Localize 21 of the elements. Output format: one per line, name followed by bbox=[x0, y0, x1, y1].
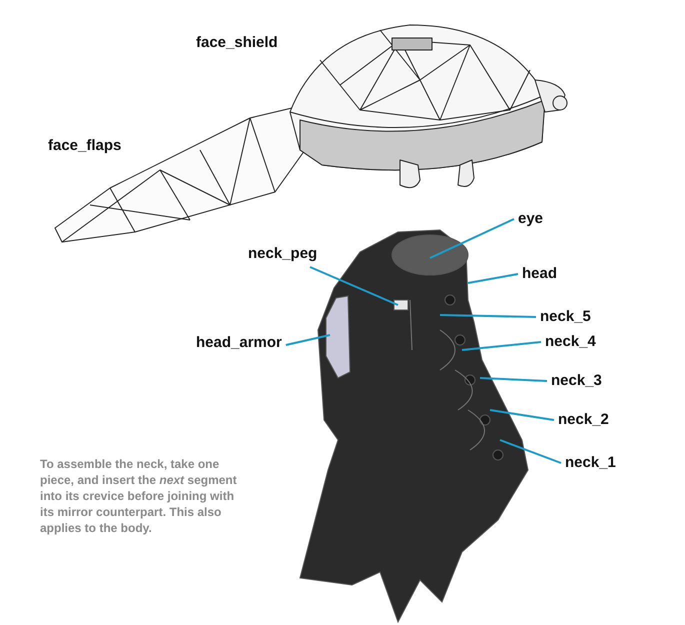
part-label: face_shield bbox=[196, 34, 278, 52]
part-label: neck_5 bbox=[540, 308, 591, 326]
leader-line bbox=[468, 273, 518, 284]
leader-line bbox=[430, 218, 514, 259]
part-label: head bbox=[522, 265, 558, 283]
leader-line bbox=[480, 377, 548, 382]
part-label: neck_3 bbox=[551, 372, 602, 390]
leader-line bbox=[310, 266, 398, 306]
part-label: head_armor bbox=[196, 334, 282, 352]
leader-line bbox=[490, 409, 554, 421]
part-label: neck_4 bbox=[545, 333, 596, 351]
assembly-note: To assemble the neck, take one piece, and insert the next segment into its crevice before joining with its mirror counterpart. This also applies to the body. bbox=[40, 456, 238, 536]
leader-line bbox=[500, 439, 562, 464]
leader-line bbox=[462, 341, 542, 351]
part-label: eye bbox=[518, 210, 544, 228]
leader-line bbox=[440, 314, 536, 318]
part-label: neck_peg bbox=[248, 245, 318, 263]
leader-line bbox=[286, 334, 330, 346]
part-label: neck_2 bbox=[558, 411, 609, 429]
part-label: neck_1 bbox=[565, 454, 616, 472]
part-label: face_flaps bbox=[48, 137, 122, 155]
